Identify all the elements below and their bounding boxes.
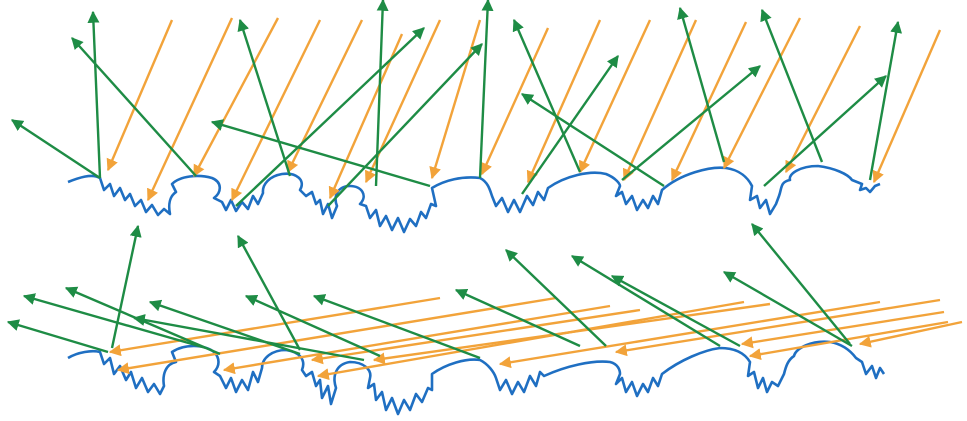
reflected-rays-bottom <box>6 223 853 362</box>
reflected-ray <box>760 8 824 163</box>
reflected-ray <box>237 18 292 177</box>
reflected-ray <box>132 314 365 362</box>
bottom-panel <box>6 223 963 416</box>
incident-ray <box>310 308 641 365</box>
incident-ray <box>748 320 949 361</box>
rough-surface-bottom <box>67 340 886 416</box>
incident-ray <box>722 17 802 170</box>
incident-ray <box>222 304 611 375</box>
reflected-ray <box>478 0 494 179</box>
reflected-ray <box>570 254 721 348</box>
reflected-ray <box>677 6 726 163</box>
top-panel <box>10 0 942 234</box>
incident-ray <box>192 17 280 178</box>
incident-ray <box>106 19 174 172</box>
incident-ray <box>146 17 234 202</box>
incident-ray <box>784 25 862 174</box>
incident-ray <box>614 298 941 357</box>
incident-ray <box>429 19 482 180</box>
incident-ray <box>108 296 441 357</box>
reflected-ray <box>454 288 581 348</box>
incident-ray <box>578 19 652 174</box>
incident-ray <box>740 310 945 349</box>
reflected-ray <box>763 75 887 187</box>
reflected-ray <box>210 119 431 188</box>
reflected-rays-top <box>10 0 903 207</box>
reflected-ray <box>505 249 607 347</box>
reflected-ray <box>722 270 853 348</box>
reflected-ray <box>312 294 481 360</box>
incident-ray <box>230 19 322 202</box>
incident-ray <box>480 27 550 176</box>
reflected-ray <box>235 27 425 207</box>
incident-rays-bottom <box>108 296 963 381</box>
incident-ray <box>872 29 942 184</box>
incident-ray <box>526 19 602 184</box>
reflected-ray <box>6 319 109 354</box>
incident-ray <box>858 320 963 348</box>
reflected-ray <box>10 118 101 180</box>
incident-ray <box>498 300 881 369</box>
incident-ray <box>670 21 748 182</box>
incident-ray <box>372 302 771 365</box>
reflected-ray <box>610 274 741 348</box>
reflected-ray <box>621 65 761 181</box>
reflected-ray <box>87 10 102 179</box>
incident-ray <box>116 296 557 375</box>
reflected-ray <box>751 223 851 345</box>
reflected-ray <box>71 37 197 177</box>
incident-ray <box>622 19 698 182</box>
reflected-ray <box>110 224 142 349</box>
reflected-ray <box>148 299 301 356</box>
rough-surface-top <box>67 164 881 234</box>
reflected-ray <box>236 234 302 351</box>
reflected-ray <box>520 92 665 188</box>
reflected-ray <box>22 293 207 350</box>
reflected-ray <box>244 294 381 358</box>
reflected-ray <box>327 43 483 207</box>
reflected-ray <box>868 20 903 181</box>
reflected-ray <box>64 286 221 356</box>
reflected-ray <box>512 18 582 173</box>
